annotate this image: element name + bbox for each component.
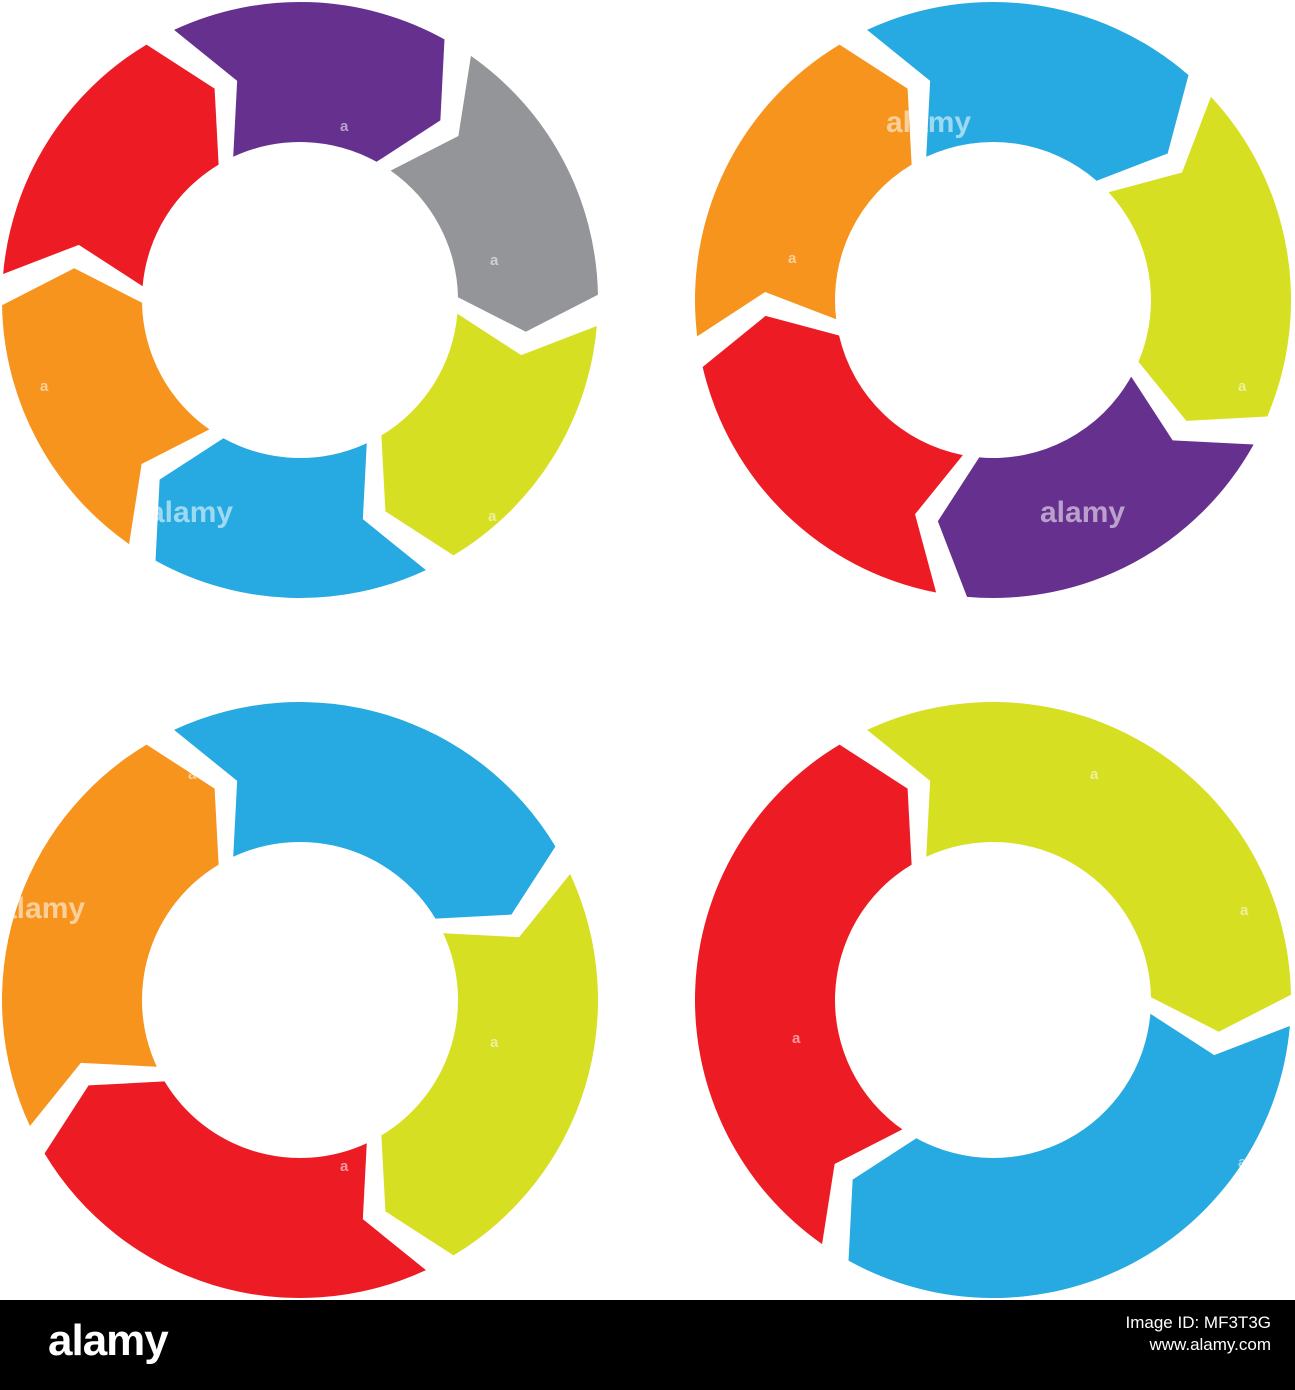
arrow-segment-blue [174, 702, 556, 919]
arrow-segment-orange [2, 744, 219, 1126]
image-credit: Image ID: MF3T3G www.alamy.com [1126, 1312, 1271, 1356]
arrow-segment-red [44, 1081, 426, 1298]
footer-bar: alamy Image ID: MF3T3G www.alamy.com [0, 1300, 1295, 1390]
cycle-three-steps [694, 702, 1291, 1298]
cycle-diagrams [2, 1, 1291, 1298]
arrow-segment-blue [848, 1013, 1290, 1298]
image-id: Image ID: MF3T3G [1125, 1313, 1271, 1332]
arrow-segment-gray [390, 55, 598, 332]
arrow-segment-lime [381, 874, 599, 1256]
arrow-segment-orange [695, 44, 912, 337]
cycle-six-steps [2, 1, 598, 598]
arrow-segment-blue [867, 1, 1189, 181]
cycle-five-steps [695, 1, 1291, 598]
arrow-segment-lime [381, 313, 597, 556]
arrow-segment-purple [174, 1, 445, 162]
arrow-segment-orange [2, 268, 210, 545]
arrow-segment-red [694, 744, 912, 1245]
arrow-segment-purple [937, 376, 1254, 598]
arrow-segment-lime [867, 702, 1291, 1032]
site-url: www.alamy.com [1149, 1335, 1271, 1354]
arrow-segment-blue [155, 438, 426, 598]
arrow-segment-lime [1108, 96, 1291, 421]
alamy-logo: alamy [48, 1316, 169, 1365]
cycle-four-steps [2, 702, 599, 1298]
arrow-segment-red [702, 315, 963, 593]
diagram-canvas [2, 1, 1291, 1298]
arrow-segment-red [3, 44, 219, 287]
